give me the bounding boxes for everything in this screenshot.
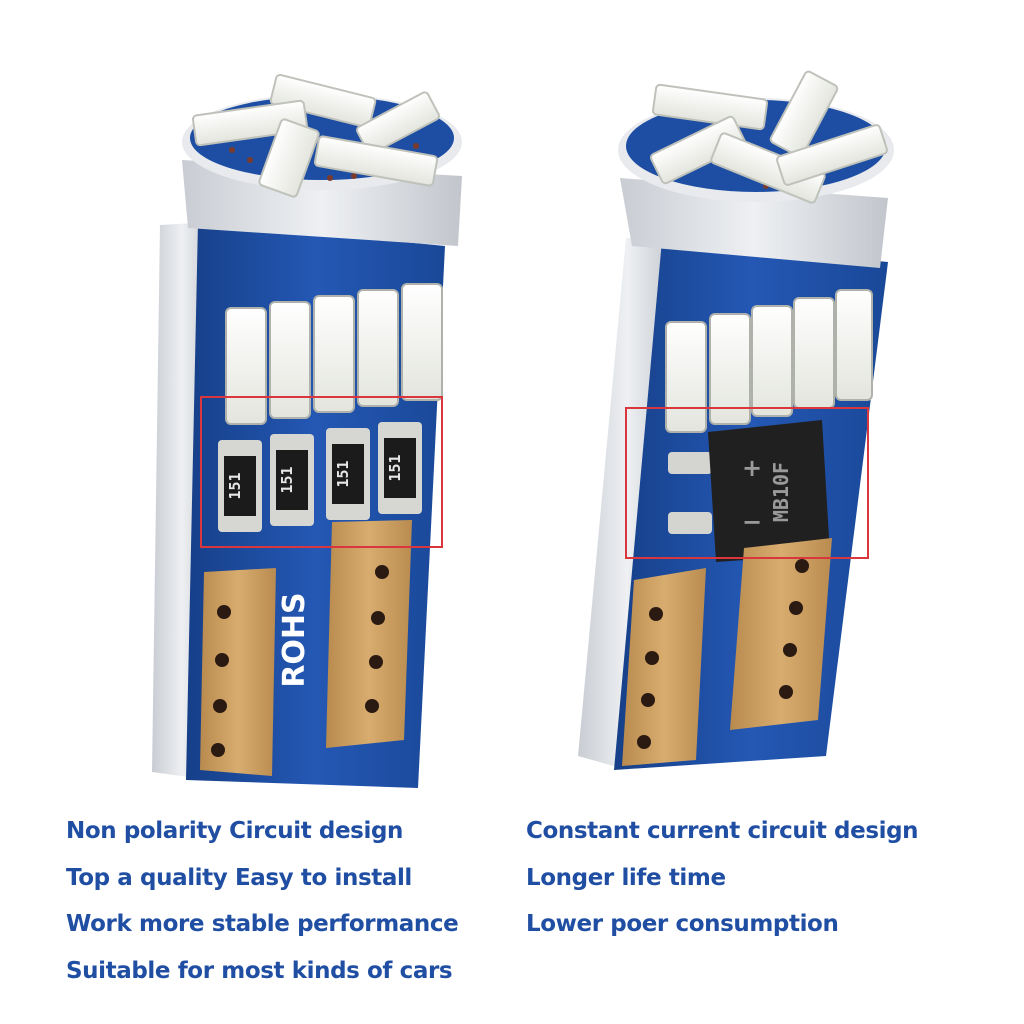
right-led-row bbox=[665, 289, 873, 433]
right-highlight-box bbox=[625, 407, 869, 559]
feature-constant-current: Constant current circuit design bbox=[526, 818, 919, 844]
right-top-leds bbox=[649, 70, 888, 204]
feature-easy-install: Top a quality Easy to install bbox=[66, 864, 412, 891]
feature-stable-performance: Work more stable performance bbox=[66, 911, 459, 937]
resistor-3: 151 bbox=[326, 428, 370, 520]
left-resistor-row: 151 151 151 151 bbox=[218, 422, 422, 532]
chip-plus-mark: + bbox=[742, 454, 762, 482]
rectifier-chip: + − MB10F bbox=[668, 420, 830, 562]
svg-text:151: 151 bbox=[386, 454, 404, 481]
feature-suitable-cars: Suitable for most kinds of cars bbox=[66, 957, 453, 984]
feature-longer-life: Longer life time bbox=[526, 864, 726, 891]
feature-lower-consumption: Lower poer consumption bbox=[526, 911, 839, 937]
left-top-cap bbox=[182, 73, 462, 246]
resistor-1: 151 bbox=[218, 440, 262, 532]
left-highlight-box bbox=[200, 396, 443, 548]
right-top-cap bbox=[618, 70, 894, 268]
features-right-list: Constant current circuit design Longer l… bbox=[526, 808, 966, 948]
right-contact-pads bbox=[622, 538, 832, 766]
svg-text:151: 151 bbox=[226, 472, 244, 499]
left-contact-pads: ROHS bbox=[200, 520, 412, 776]
right-bulb: + − MB10F bbox=[578, 70, 894, 770]
led-bulbs-illustration: 151 151 151 151 bbox=[152, 70, 894, 788]
features-left-list: Non polarity Circuit design Top a qualit… bbox=[66, 808, 506, 994]
resistor-4: 151 bbox=[378, 422, 422, 514]
svg-text:151: 151 bbox=[278, 466, 296, 493]
svg-text:151: 151 bbox=[334, 460, 352, 487]
chip-label: MB10F bbox=[769, 462, 793, 522]
left-bulb: 151 151 151 151 bbox=[152, 73, 462, 788]
left-top-leds bbox=[191, 73, 440, 198]
chip-minus-mark: − bbox=[742, 508, 762, 536]
rohs-silkscreen: ROHS bbox=[277, 592, 312, 687]
feature-non-polarity: Non polarity Circuit design bbox=[66, 818, 403, 844]
left-led-row bbox=[225, 283, 443, 425]
resistor-2: 151 bbox=[270, 434, 314, 526]
